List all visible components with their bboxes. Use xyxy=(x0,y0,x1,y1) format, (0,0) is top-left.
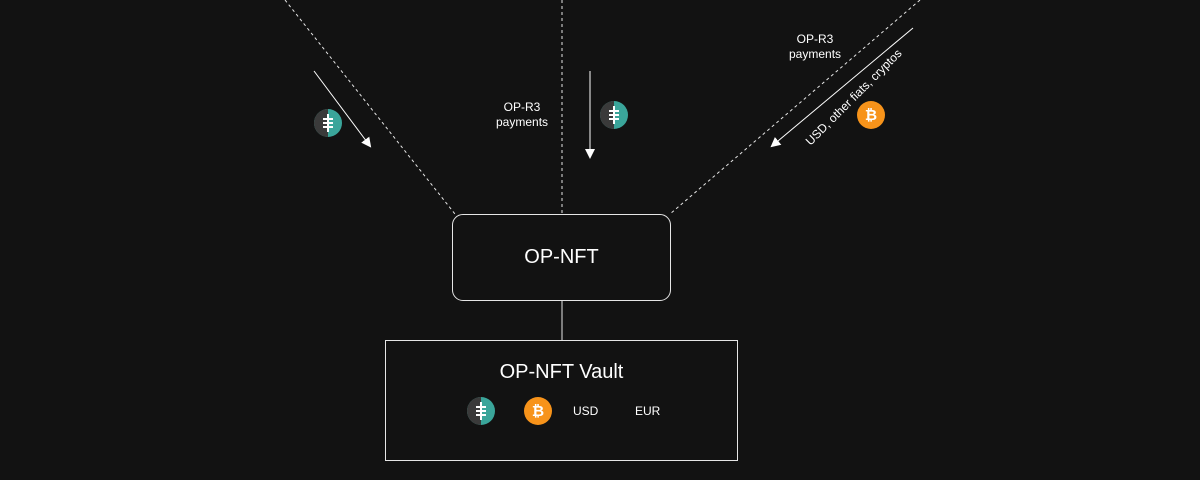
bitcoin-icon: ₿ xyxy=(857,101,885,129)
op-r3-coin-icon xyxy=(467,397,495,425)
nft-node-label: OP-NFT xyxy=(524,246,599,268)
vault-asset-usd: USD xyxy=(573,404,599,418)
svg-text:₿: ₿ xyxy=(532,403,544,420)
arrow-right xyxy=(770,27,914,148)
op-r3-coin-icon xyxy=(314,109,342,137)
op-r3-coin-icon xyxy=(600,101,628,129)
vault-asset-eur: EUR xyxy=(635,404,661,418)
nft-node[interactable]: OP-NFT xyxy=(452,214,671,301)
arrow-left xyxy=(313,70,372,148)
svg-text:₿: ₿ xyxy=(865,107,877,124)
vault-node[interactable]: OP-NFT Vault ₿ USD EUR xyxy=(385,340,738,461)
dotted-line-right xyxy=(669,0,921,215)
vault-title: OP-NFT Vault xyxy=(499,361,624,383)
dotted-line-left xyxy=(284,0,456,215)
bitcoin-icon: ₿ xyxy=(524,397,552,425)
vault-asset-op-r3 xyxy=(466,396,496,426)
vault-assets: ₿ USD EUR xyxy=(386,396,737,446)
vault-asset-bitcoin: ₿ xyxy=(523,396,553,426)
